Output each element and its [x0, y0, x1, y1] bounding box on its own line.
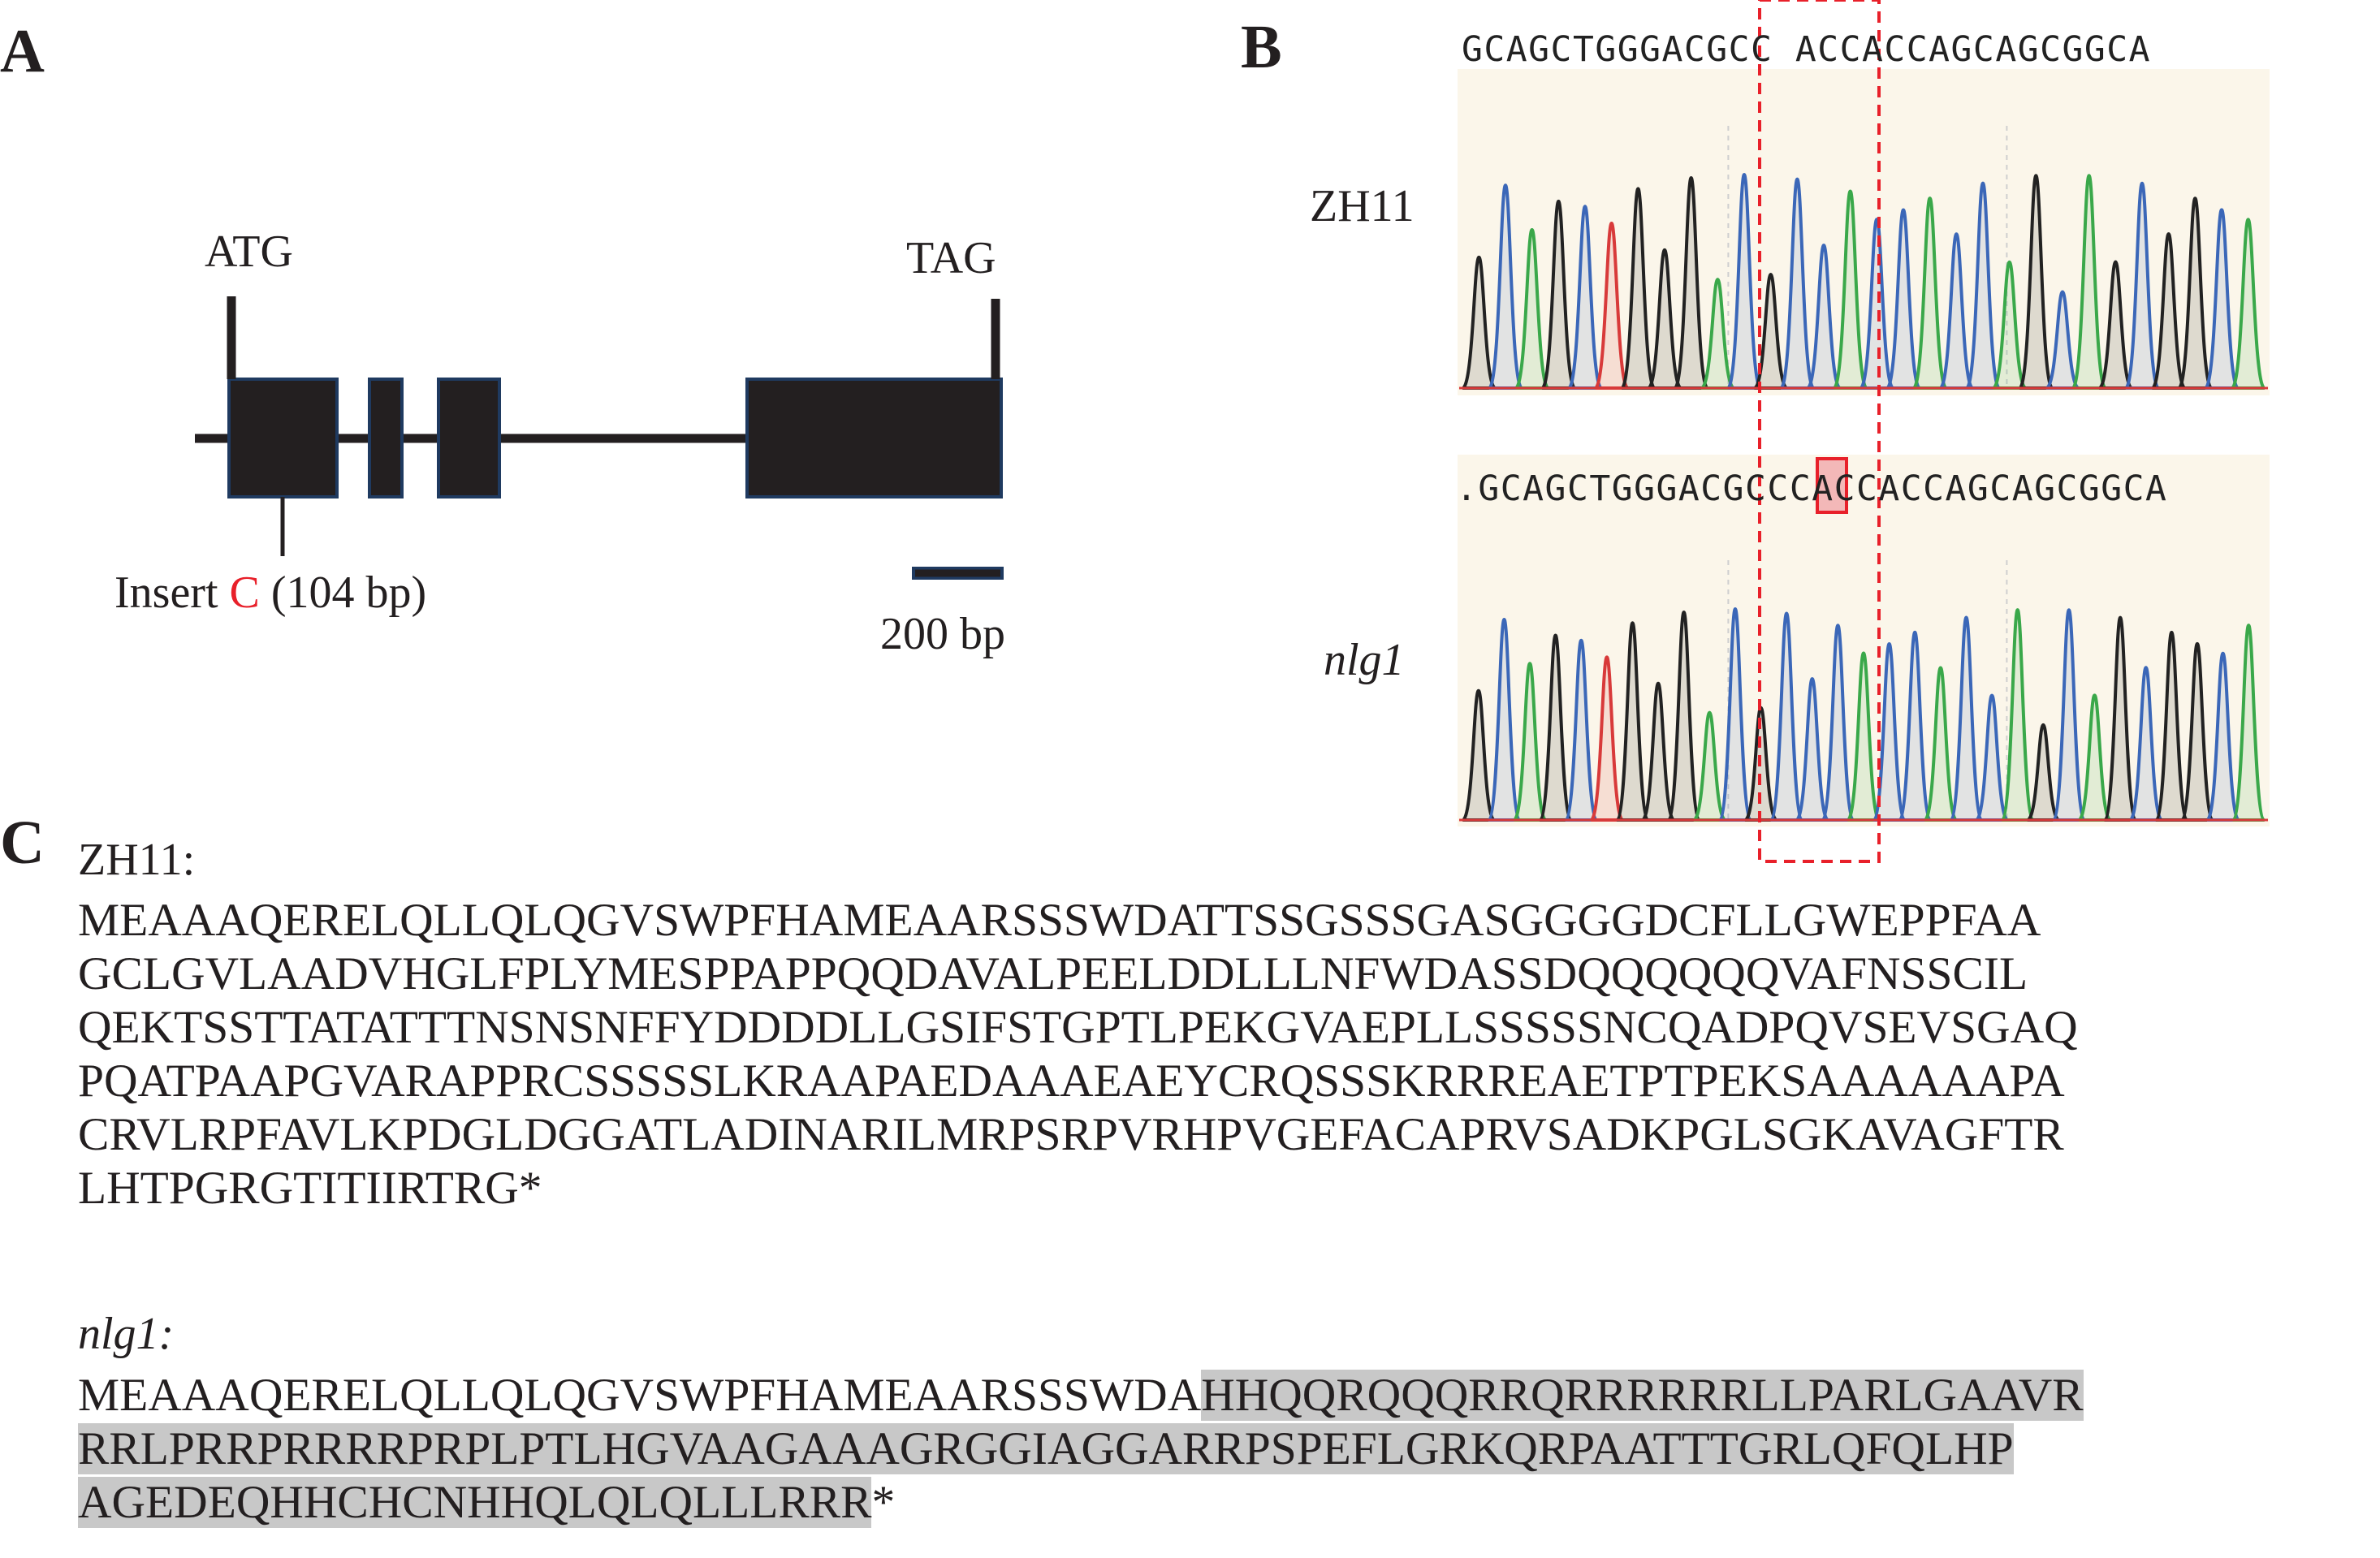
trace-peak-A	[2231, 624, 2266, 822]
trace-peak-C	[2203, 208, 2240, 390]
trace-peak-C	[1948, 615, 1985, 822]
trace-peak-A	[1700, 278, 1736, 390]
frameshift-region: RRLPRRPRRRRPRPLPTLHGVAAGAAAGRGGIAGGARRPS…	[78, 1423, 2014, 1474]
trace-peak-C	[1938, 232, 1975, 390]
trace-peak-C	[2128, 666, 2164, 822]
trace-peak-G	[2177, 196, 2214, 390]
trace-peak-A	[2000, 608, 2036, 822]
exon-3	[437, 378, 501, 498]
insert-base: C	[229, 568, 260, 618]
mutant-protein-label: nlg1:	[78, 1309, 175, 1359]
trace-peak-C	[1885, 208, 1922, 390]
trace-peak-G	[2102, 615, 2138, 822]
stop-codon-label: TAG	[906, 233, 996, 283]
trace-peak-G	[1752, 272, 1789, 390]
wt-protein-sequence: MEAAAQERELQLLQLQGVSWPFHAMEAARSSSWDATTSSG…	[78, 897, 2376, 1219]
trace-peak-G	[1461, 688, 1497, 822]
inserted-base-highlight	[1816, 457, 1848, 514]
sequence-line: LHTPGRGTITIIRTRG*	[78, 1163, 542, 1214]
trace-peak-C	[2205, 651, 2241, 822]
trace-peak-C	[1717, 607, 1753, 822]
trace-peak-C	[1563, 638, 1599, 822]
trace-peak-C	[1805, 244, 1842, 390]
trace-peak-G	[1620, 187, 1656, 390]
panel-label-c: C	[0, 809, 45, 877]
sequence-line: GCLGVLAADVHGLFPLYMESPPAPPQQDAVALPEELDDLL…	[78, 948, 2028, 999]
sequence-line: MEAAAQERELQLLQLQGVSWPFHAMEAARSSSWDAHHQQR…	[78, 1370, 2084, 1421]
scale-bar-label: 200 bp	[880, 609, 1005, 659]
trace-peak-G	[2097, 260, 2134, 390]
trace-peak-A	[1846, 651, 1881, 822]
mutant-protein-sequence: MEAAAQERELQLLQLQGVSWPFHAMEAARSSSWDAHHQQR…	[78, 1370, 2376, 1533]
sequence-line: MEAAAQERELQLLQLQGVSWPFHAMEAARSSSWDATTSSG…	[78, 895, 2041, 946]
trace-peak-G	[1666, 611, 1702, 822]
trace-peak-G	[1614, 621, 1651, 822]
trace-peak-A	[1512, 662, 1548, 822]
trace-peak-C	[1779, 177, 1816, 390]
trace-peak-G	[2018, 174, 2054, 390]
exon-1	[227, 378, 339, 498]
trace-peak-C	[1872, 642, 1907, 822]
sequence-line: CRVLRPFAVLKPDGLDGGATLADINARILMRPSRPVRHPV…	[78, 1109, 2064, 1160]
chromatogram-traces	[1459, 126, 2268, 822]
trace-peak-G	[2025, 723, 2061, 822]
chromatogram-bg-mut	[1458, 455, 2270, 826]
sequence-line: QEKTSSTTATATTTNSNSNFFYDDDDLLGSIFSTGPTLPE…	[78, 1002, 2078, 1053]
trace-peak-G	[2150, 232, 2187, 390]
sample-label-wt: ZH11	[1310, 181, 1415, 231]
sequence-line: AGEDEQHHCHCNHHQLQLQLLLRRR*	[78, 1477, 896, 1528]
exon-2	[368, 378, 404, 498]
start-codon-label: ATG	[205, 227, 293, 277]
trace-peak-C	[1964, 181, 2002, 390]
trace-peak-A	[1923, 666, 1959, 822]
sequence-read-mutant: .GCAGCTGGGACGCCCACCACCAGCAGCGGCA	[1456, 468, 2168, 509]
trace-peak-G	[2179, 641, 2215, 822]
trace-peak-G	[1673, 176, 1709, 390]
exon-4	[745, 378, 1003, 498]
gene-model	[195, 296, 1004, 580]
sample-label-mutant: nlg1	[1324, 635, 1405, 685]
frameshift-region: AGEDEQHHCHCNHHQLQLQLLLRRR	[78, 1477, 872, 1528]
insertion-label: Insert C (104 bp)	[114, 568, 427, 618]
insertion-site-box	[1758, 0, 1881, 863]
trace-peak-C	[2051, 608, 2087, 822]
sequence-line: PQATPAAPGVARAPPRCSSSSSLKRAAPAEDAAAEAEYCR…	[78, 1055, 2065, 1107]
trace-peak-C	[1487, 183, 1524, 390]
trace-peak-A	[2076, 693, 2113, 822]
trace-peak-A	[1911, 196, 1948, 390]
trace-peak-C	[1795, 677, 1830, 822]
trace-peak-G	[1540, 199, 1577, 390]
trace-peak-G	[1640, 681, 1676, 822]
trace-peak-T	[1589, 655, 1625, 822]
trace-peak-G	[1646, 248, 1683, 390]
trace-peak-T	[1593, 222, 1630, 390]
trace-peak-C	[1486, 617, 1522, 822]
trace-peak-C	[2044, 290, 2081, 390]
trace-peak-G	[1538, 633, 1574, 822]
panel-label-a: A	[0, 17, 45, 85]
trace-peak-C	[1897, 630, 1933, 822]
trace-peak-A	[2071, 174, 2107, 390]
sequence-line: RRLPRRPRRRRPRPLPTLHGVAAGAAAGRGGIAGGARRPS…	[78, 1423, 2376, 1479]
inserted-base: C	[1789, 468, 1812, 509]
trace-peak-G	[1461, 255, 1497, 390]
panel-label-b: B	[1241, 13, 1282, 81]
frameshift-region: HHQQRQQQRRQRRRRRRLLPARLGAAVR	[1201, 1370, 2084, 1421]
trace-peak-C	[1769, 611, 1804, 822]
trace-peak-A	[1832, 189, 1868, 390]
wt-protein-label: ZH11:	[78, 835, 196, 885]
trace-peak-C	[2123, 181, 2161, 390]
trace-peak-A	[1514, 228, 1550, 390]
trace-peak-C	[1566, 205, 1604, 390]
trace-peak-A	[1691, 710, 1727, 822]
trace-peak-C	[1859, 218, 1895, 390]
trace-peak-C	[1726, 173, 1763, 390]
trace-peak-A	[2230, 218, 2266, 390]
trace-peak-C	[1974, 693, 2010, 822]
trace-peak-G	[2153, 630, 2189, 822]
trace-peak-A	[1991, 260, 2028, 390]
trace-peak-C	[1820, 624, 1855, 822]
sequence-read-wt: GCAGCTGGGACGCC ACCACCAGCAGCGGCA	[1462, 29, 2152, 70]
